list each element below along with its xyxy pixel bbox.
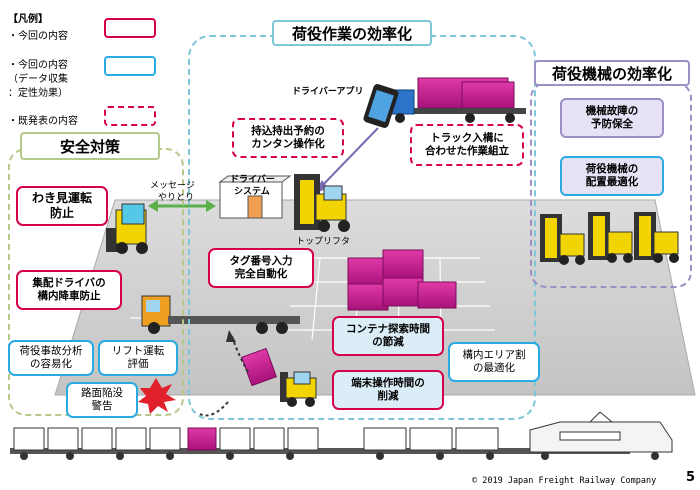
container-search-box: コンテナ探索時間 の節減 xyxy=(332,316,444,356)
tag-input-line1: タグ番号入力 xyxy=(229,255,293,267)
truck-with-containers xyxy=(391,77,526,123)
truck-entry-line2: 合わせた作業組立 xyxy=(425,145,509,157)
container-search-line1: コンテナ探索時間 xyxy=(346,323,430,335)
lift-eval-line2: 評価 xyxy=(127,358,149,370)
safety-title: 安全対策 xyxy=(20,132,160,160)
lift-evaluation-box: リフト運転 評価 xyxy=(98,340,178,376)
freight-train xyxy=(10,411,673,460)
page-number: 5 xyxy=(686,470,696,485)
road-collapse-line2: 警告 xyxy=(91,400,113,412)
forklift-inattentive xyxy=(106,203,148,254)
legend-current-data-1: ・今回の内容 xyxy=(8,60,68,71)
message-label-1: メッセージ xyxy=(150,181,195,191)
message-label-2: やりとり xyxy=(158,193,195,203)
smartphone xyxy=(363,84,399,128)
tag-input-line2: 完全自動化 xyxy=(234,268,288,280)
failure-line2: 予防保全 xyxy=(591,118,633,130)
driver-system-building xyxy=(218,175,292,219)
advance-booking-line2: カンタン操作化 xyxy=(251,138,325,150)
placement-line2: 配置最適化 xyxy=(585,176,639,188)
placement-optimization-box: 荷役機械の 配置最適化 xyxy=(560,156,664,196)
accident-line2: の容易化 xyxy=(30,358,72,370)
forklift-with-container xyxy=(241,347,317,407)
container-stack xyxy=(347,249,457,311)
accident-line1: 荷役事故分析 xyxy=(19,345,83,357)
road-collapse-line1: 路面陥没 xyxy=(81,387,123,399)
top-lifter-label: トップリフタ xyxy=(296,237,351,247)
truck-entry-line1: トラック入構に xyxy=(430,132,504,144)
legend-current-label: ・今回の内容 xyxy=(8,31,68,42)
machine-efficiency-title: 荷役機械の効率化 xyxy=(534,60,690,86)
cargo-efficiency-title: 荷役作業の効率化 xyxy=(272,20,432,46)
delivery-truck xyxy=(141,295,300,334)
inattentive-driving-box: わき見運転 防止 xyxy=(16,186,108,226)
top-lifter xyxy=(294,174,350,232)
legend-red-swatch xyxy=(104,18,156,38)
advance-booking-line1: 持込持出予約の xyxy=(251,125,325,137)
dismount-line1: 集配ドライバの xyxy=(32,277,106,289)
placement-line1: 荷役機械の xyxy=(585,163,639,175)
advance-booking-box: 持込持出予約の カンタン操作化 xyxy=(232,118,344,158)
container-search-line2: の節減 xyxy=(372,336,404,348)
yard-area-line2: の最適化 xyxy=(473,362,515,374)
yard-area-line1: 構内エリア割 xyxy=(462,349,526,361)
truck-entry-box: トラック入構に 合わせた作業組立 xyxy=(410,124,524,166)
legend-existing-label: ・既発表の内容 xyxy=(8,116,78,127)
road-collapse-box: 路面陥没 警告 xyxy=(66,382,138,418)
inattentive-line1: わき見運転 xyxy=(31,191,92,205)
failure-line1: 機械故障の xyxy=(585,105,639,117)
lift-eval-line1: リフト運転 xyxy=(111,345,165,357)
dismount-prevention-box: 集配ドライバの 構内降車防止 xyxy=(16,270,122,310)
legend-current-data-3: ：定性効果） xyxy=(8,88,68,99)
dismount-line2: 構内降車防止 xyxy=(37,290,101,302)
yard-area-box: 構内エリア割 の最適化 xyxy=(448,342,540,382)
driver-system-label-1: ドライバー xyxy=(230,175,275,185)
tag-input-box: タグ番号入力 完全自動化 xyxy=(208,248,314,288)
legend-title: 【凡例】 xyxy=(8,14,48,25)
inattentive-line2: 防止 xyxy=(49,206,74,220)
road-collapse-burst xyxy=(138,378,176,414)
terminal-line1: 端末操作時間の xyxy=(351,377,425,389)
legend-dashed-swatch xyxy=(104,106,156,126)
driver-system-label-2: システム xyxy=(234,187,270,197)
copyright: © 2019 Japan Freight Railway Company xyxy=(472,476,657,486)
accident-analysis-box: 荷役事故分析 の容易化 xyxy=(8,340,94,376)
terminal-operation-box: 端末操作時間の 削減 xyxy=(332,370,444,410)
driver-app-label: ドライバーアプリ xyxy=(292,87,364,97)
top-lifters-group xyxy=(540,212,679,265)
legend-blue-swatch xyxy=(104,56,156,76)
terminal-line2: 削減 xyxy=(377,390,399,402)
failure-prevention-box: 機械故障の 予防保全 xyxy=(560,98,664,138)
legend-current-data-2: （データ収集 xyxy=(8,74,68,85)
